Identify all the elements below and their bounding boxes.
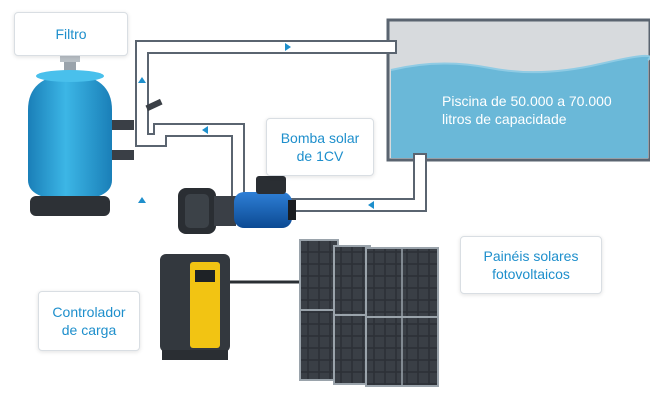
pump-label-line1: Bomba solar bbox=[280, 130, 360, 146]
solar-pump bbox=[178, 176, 296, 234]
controller-label: Controlador de carga bbox=[38, 291, 140, 351]
flow-arrow-icon bbox=[138, 77, 146, 83]
solar-panel bbox=[333, 245, 371, 385]
solar-panels bbox=[299, 239, 439, 387]
pipe-network bbox=[135, 40, 427, 212]
flow-arrow-icon bbox=[285, 43, 291, 51]
flow-arrows bbox=[138, 43, 374, 209]
sand-filter bbox=[28, 56, 163, 216]
panels-label: Painéis solares fotovoltaicos bbox=[460, 236, 602, 294]
pool-label: Piscina de 50.000 a 70.000 litros de cap… bbox=[442, 92, 642, 128]
pool-label-line1: Piscina de 50.000 a 70.000 bbox=[442, 93, 612, 109]
controller-label-line1: Controlador bbox=[52, 304, 126, 320]
pump-label-line2: de 1CV bbox=[296, 148, 344, 164]
solar-panel bbox=[299, 239, 339, 381]
panels-label-line2: fotovoltaicos bbox=[492, 266, 570, 282]
pool-label-line2: litros de capacidade bbox=[442, 111, 567, 127]
filter-label-text: Filtro bbox=[55, 26, 87, 42]
flow-arrow-icon bbox=[138, 197, 146, 203]
charge-controller bbox=[160, 254, 310, 360]
panels-label-line1: Painéis solares bbox=[483, 248, 579, 264]
pool bbox=[386, 18, 650, 162]
flow-arrow-icon bbox=[202, 126, 208, 134]
pump-label: Bomba solar de 1CV bbox=[266, 118, 374, 176]
filter-label: Filtro bbox=[14, 12, 128, 56]
controller-label-line2: de carga bbox=[61, 322, 117, 338]
flow-arrow-icon bbox=[368, 201, 374, 209]
solar-panel bbox=[365, 247, 439, 387]
